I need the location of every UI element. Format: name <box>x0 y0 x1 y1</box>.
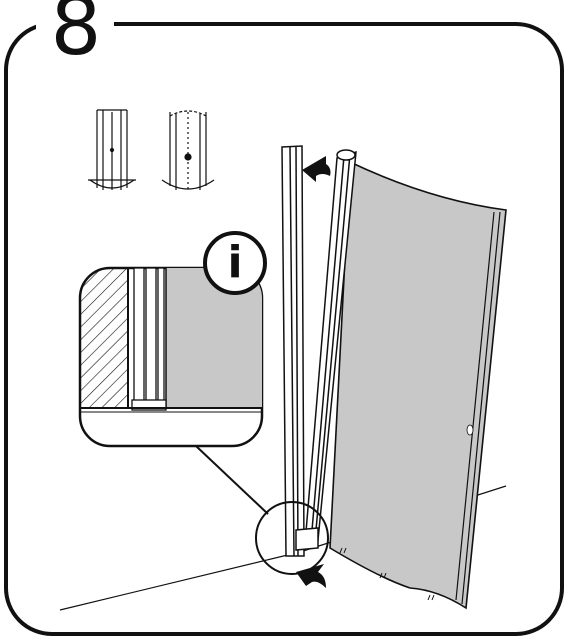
info-icon: i <box>227 237 243 288</box>
door-handle-icon <box>466 424 474 436</box>
shower-enclosure-open-icon <box>161 110 215 190</box>
curved-arrow-icon <box>302 156 331 182</box>
glass-door-edge <box>455 211 501 605</box>
glass-door-panel <box>329 160 507 610</box>
step-number: 8 <box>36 0 114 68</box>
detail-circle <box>255 501 329 575</box>
wall-profile <box>281 145 319 557</box>
step-frame <box>4 22 564 636</box>
glass-bottom-marks <box>339 547 435 601</box>
shower-enclosure-closed-icon <box>88 109 136 190</box>
detail-leader-line <box>195 445 269 515</box>
curved-arrow-icon <box>296 564 326 588</box>
info-badge <box>203 231 267 295</box>
